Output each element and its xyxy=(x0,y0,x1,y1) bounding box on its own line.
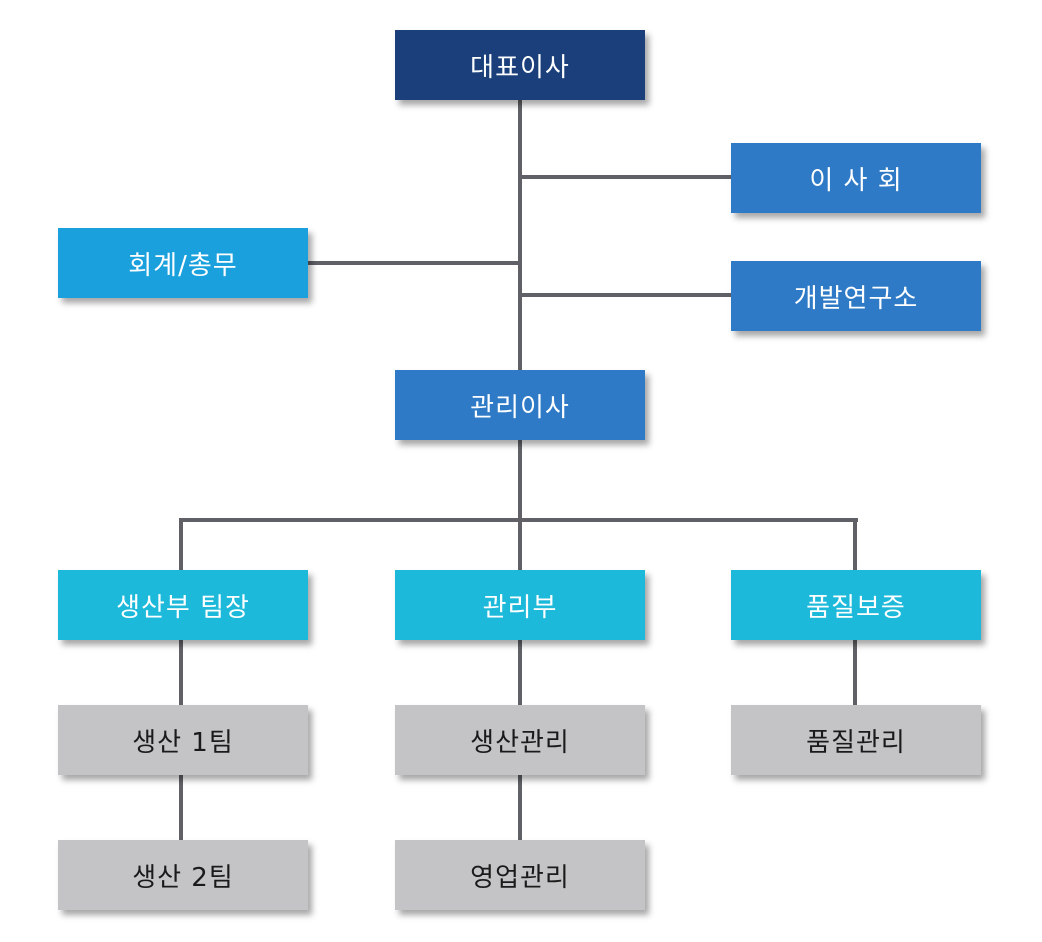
accounting-box: 회계/총무 xyxy=(58,228,308,298)
connector-managing-director-down xyxy=(518,440,522,522)
ceo-label: 대표이사 xyxy=(470,52,570,83)
accounting-label: 회계/총무 xyxy=(128,250,238,281)
production-team-1-label: 생산 1팀 xyxy=(132,727,234,758)
managing-director-label: 관리이사 xyxy=(470,392,570,423)
production-lead-box: 생산부 팀장 xyxy=(58,570,308,640)
production-team-1-box: 생산 1팀 xyxy=(58,705,308,775)
connector-to-production-team-1 xyxy=(179,640,183,705)
connector-to-production-management xyxy=(518,640,522,705)
production-team-2-box: 생산 2팀 xyxy=(58,840,308,910)
quality-management-box: 품질관리 xyxy=(731,705,981,775)
ceo-box: 대표이사 xyxy=(395,30,645,100)
connector-ceo-to-managing-director xyxy=(518,100,522,370)
connector-to-quality-management xyxy=(853,640,857,705)
connector-to-sales-management xyxy=(518,775,522,840)
research-box: 개발연구소 xyxy=(731,261,981,331)
connector-board xyxy=(520,175,731,179)
connector-to-management xyxy=(518,518,522,570)
connector-to-production-lead xyxy=(179,518,183,570)
production-management-label: 생산관리 xyxy=(470,727,570,758)
management-box: 관리부 xyxy=(395,570,645,640)
connector-research xyxy=(520,293,731,297)
quality-management-label: 품질관리 xyxy=(806,727,906,758)
research-label: 개발연구소 xyxy=(793,283,919,314)
management-label: 관리부 xyxy=(482,592,558,623)
production-management-box: 생산관리 xyxy=(395,705,645,775)
production-team-2-label: 생산 2팀 xyxy=(132,862,234,893)
quality-assurance-label: 품질보증 xyxy=(806,592,906,623)
connector-accounting xyxy=(308,261,520,265)
sales-management-label: 영업관리 xyxy=(470,862,570,893)
production-lead-label: 생산부 팀장 xyxy=(116,592,250,623)
managing-director-box: 관리이사 xyxy=(395,370,645,440)
sales-management-box: 영업관리 xyxy=(395,840,645,910)
board-box: 이 사 회 xyxy=(731,143,981,213)
connector-to-production-team-2 xyxy=(179,775,183,840)
quality-assurance-box: 품질보증 xyxy=(731,570,981,640)
board-label: 이 사 회 xyxy=(809,165,903,196)
connector-to-quality-assurance xyxy=(853,518,857,570)
